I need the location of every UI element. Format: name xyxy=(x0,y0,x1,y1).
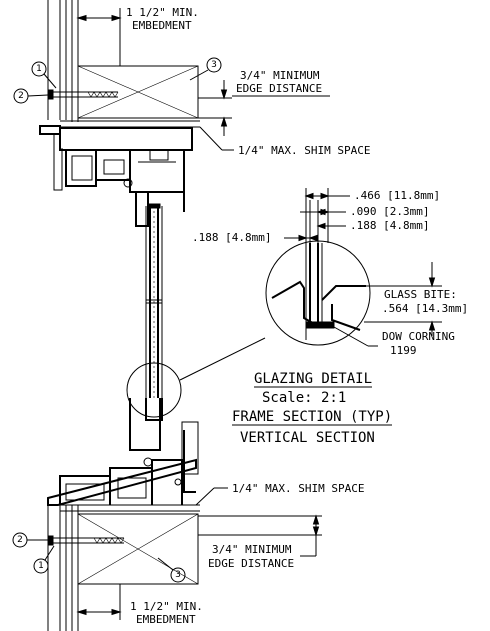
top-embedment-dimension: 1 1/2" MIN. EMBEDMENT xyxy=(76,6,199,66)
bottom-callout-2: 2 xyxy=(12,532,48,548)
title-vertical-section: VERTICAL SECTION xyxy=(240,430,375,446)
bottom-embedment-dimension: 1 1/2" MIN. EMBEDMENT xyxy=(76,584,203,626)
svg-text:2: 2 xyxy=(17,535,23,545)
bottom-shim-space: 1/4" MAX. SHIM SPACE xyxy=(195,482,364,506)
top-callout-3: 3 xyxy=(189,57,222,81)
sill-frame-profile xyxy=(47,398,200,512)
dim-466: .466 [11.8mm] xyxy=(354,189,440,202)
title-scale: Scale: 2:1 xyxy=(262,390,346,406)
bottom-edge-line1: 3/4" MINIMUM xyxy=(212,543,292,556)
title-frame-section: FRAME SECTION (TYP) xyxy=(232,409,392,425)
svg-text:3: 3 xyxy=(175,570,181,580)
glass-bite-line1: GLASS BITE: xyxy=(384,288,457,301)
glass-bite-dimension: GLASS BITE: .564 [14.3mm] xyxy=(364,262,468,336)
top-shim-label: 1/4" MAX. SHIM SPACE xyxy=(238,144,370,157)
bottom-callout-3: 3 xyxy=(157,557,186,583)
top-embedment-line2: EMBEDMENT xyxy=(132,19,192,32)
top-edge-line1: 3/4" MINIMUM xyxy=(240,69,320,82)
top-callout-1: 1 xyxy=(31,61,57,89)
top-edge-line2: EDGE DISTANCE xyxy=(236,82,322,95)
bottom-edge-distance-dimension: 3/4" MINIMUM EDGE DISTANCE xyxy=(198,514,322,570)
sealant-callout: DOW CORNING 1199 xyxy=(333,326,455,357)
head-frame-profile xyxy=(39,125,193,227)
bottom-embedment-line1: 1 1/2" MIN. xyxy=(130,600,203,613)
title-glazing-detail: GLAZING DETAIL xyxy=(254,371,372,387)
top-embedment-line1: 1 1/2" MIN. xyxy=(126,6,199,19)
bottom-callout-1: 1 xyxy=(33,545,55,574)
sealant-line2: 1199 xyxy=(390,344,417,357)
svg-text:1: 1 xyxy=(38,561,44,571)
glass-bite-line2: .564 [14.3mm] xyxy=(382,302,468,315)
bottom-shim-label: 1/4" MAX. SHIM SPACE xyxy=(232,482,364,495)
dim-188-right: .188 [4.8mm] xyxy=(350,219,429,232)
glazing-detail-callout-circle xyxy=(126,337,266,418)
top-callout-2: 2 xyxy=(13,88,49,104)
dim-090: .090 [2.3mm] xyxy=(350,205,429,218)
dim-188-left: .188 [4.8mm] xyxy=(192,231,271,244)
bottom-embedment-line2: EMBEDMENT xyxy=(136,613,196,626)
glazing-detail xyxy=(265,240,371,346)
top-anchor-screw xyxy=(47,89,119,100)
bottom-anchor-screw xyxy=(47,535,125,546)
top-shim-space: 1/4" MAX. SHIM SPACE xyxy=(60,120,370,157)
detail-dimensions: .466 [11.8mm] .090 [2.3mm] .188 [4.8mm] … xyxy=(192,188,440,244)
svg-text:2: 2 xyxy=(18,91,24,101)
svg-text:3: 3 xyxy=(211,60,217,70)
svg-text:1: 1 xyxy=(36,64,42,74)
sill-wood-buck xyxy=(77,513,322,585)
glass-unit xyxy=(145,203,163,398)
bottom-edge-line2: EDGE DISTANCE xyxy=(208,557,294,570)
top-edge-distance-dimension: 3/4" MINIMUM EDGE DISTANCE xyxy=(198,69,330,136)
sealant-line1: DOW CORNING xyxy=(382,330,455,343)
titles: GLAZING DETAIL Scale: 2:1 FRAME SECTION … xyxy=(232,371,392,446)
